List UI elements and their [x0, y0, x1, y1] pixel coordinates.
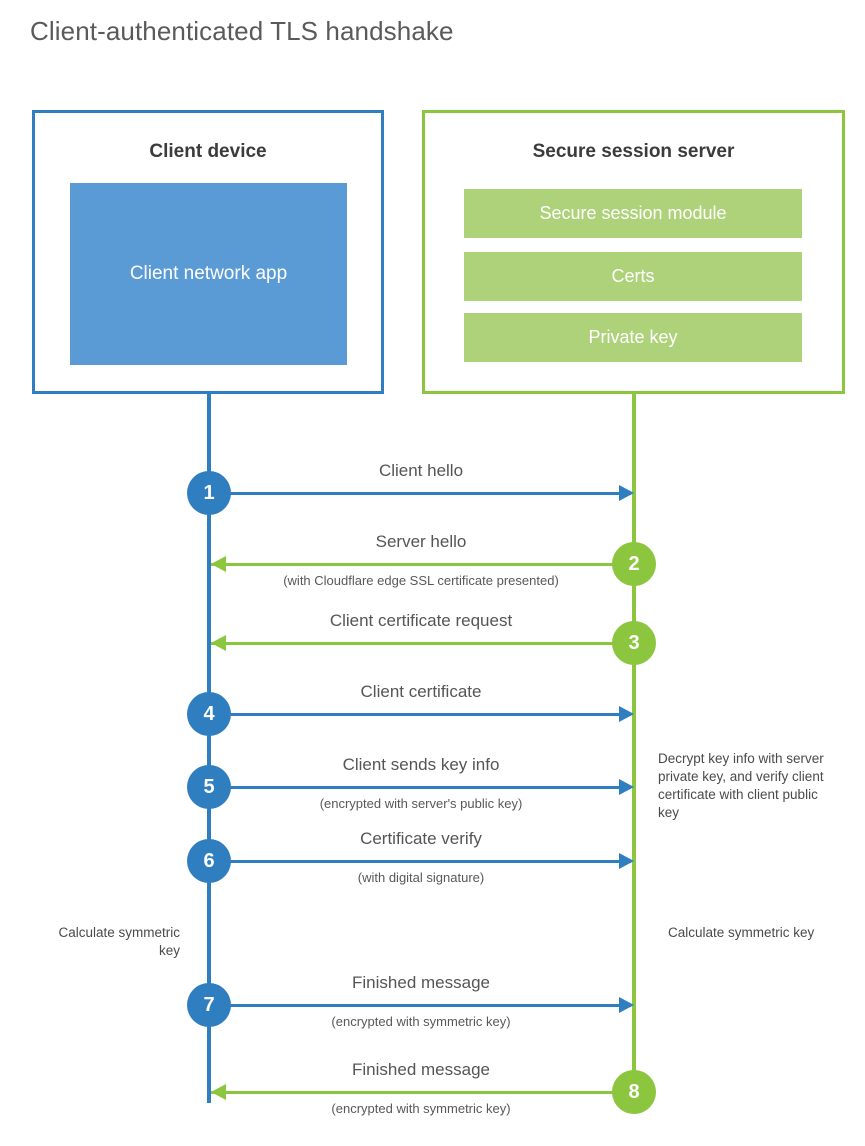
arrow-head-2 — [211, 556, 226, 572]
arrow-line-7 — [209, 1004, 631, 1007]
note-server-calculate-symmetric-key: Calculate symmetric key — [668, 925, 815, 940]
client-device-box: Client device Client network app — [32, 110, 384, 394]
step-circle-7[interactable]: 7 — [187, 983, 231, 1027]
arrow-head-4 — [619, 706, 634, 722]
secure-session-server-title: Secure session server — [532, 141, 735, 162]
message-label-1: Client hello — [378, 461, 464, 480]
message-label-7: Finished message — [352, 973, 490, 992]
message-label-5: Client sends key info — [342, 755, 500, 774]
step-circle-5[interactable]: 5 — [187, 765, 231, 809]
message-sublabel-2: (with Cloudflare edge SSL certificate pr… — [283, 573, 559, 588]
message-sublabel-7: (encrypted with symmetric key) — [331, 1014, 511, 1029]
step-circle-6[interactable]: 6 — [187, 839, 231, 883]
arrow-line-3 — [211, 642, 634, 645]
client-lifeline — [207, 393, 211, 1103]
arrow-line-4 — [209, 713, 631, 716]
client-device-title: Client device — [149, 141, 267, 162]
arrow-head-6 — [619, 853, 634, 869]
arrow-head-7 — [619, 997, 634, 1013]
secure-session-server-box: Secure session server Secure session mod… — [422, 110, 845, 394]
server-item-private-key: Private key — [464, 313, 802, 362]
message-label-6: Certificate verify — [360, 829, 482, 848]
step-circle-2[interactable]: 2 — [612, 542, 656, 586]
server-item-secure-session-module: Secure session module — [464, 189, 802, 238]
page-title: Client-authenticated TLS handshake — [30, 16, 454, 46]
step-circle-8[interactable]: 8 — [612, 1070, 656, 1114]
arrow-line-5 — [209, 786, 631, 789]
message-sublabel-5: (encrypted with server's public key) — [319, 796, 523, 811]
message-label-4: Client certificate — [360, 682, 482, 701]
message-label-2: Server hello — [375, 532, 467, 551]
arrow-head-8 — [211, 1084, 226, 1100]
message-sublabel-8: (encrypted with symmetric key) — [331, 1101, 511, 1116]
arrow-head-3 — [211, 635, 226, 651]
arrow-line-2 — [211, 563, 634, 566]
arrow-head-1 — [619, 485, 634, 501]
message-label-8: Finished message — [352, 1060, 490, 1079]
arrow-line-6 — [209, 860, 631, 863]
step-circle-4[interactable]: 4 — [187, 692, 231, 736]
note-client-calculate-symmetric-key: Calculate symmetric key — [58, 925, 180, 958]
step-circle-1[interactable]: 1 — [187, 471, 231, 515]
step-circle-3[interactable]: 3 — [612, 621, 656, 665]
arrow-line-1 — [209, 492, 631, 495]
arrow-head-5 — [619, 779, 634, 795]
message-sublabel-6: (with digital signature) — [357, 870, 485, 885]
client-network-app-block: Client network app — [70, 183, 347, 365]
message-label-3: Client certificate request — [329, 611, 513, 630]
note-decrypt-key-info: Decrypt key info with server private key… — [658, 751, 824, 820]
arrow-line-8 — [211, 1091, 634, 1094]
server-lifeline — [632, 393, 636, 1093]
server-item-certs: Certs — [464, 252, 802, 301]
